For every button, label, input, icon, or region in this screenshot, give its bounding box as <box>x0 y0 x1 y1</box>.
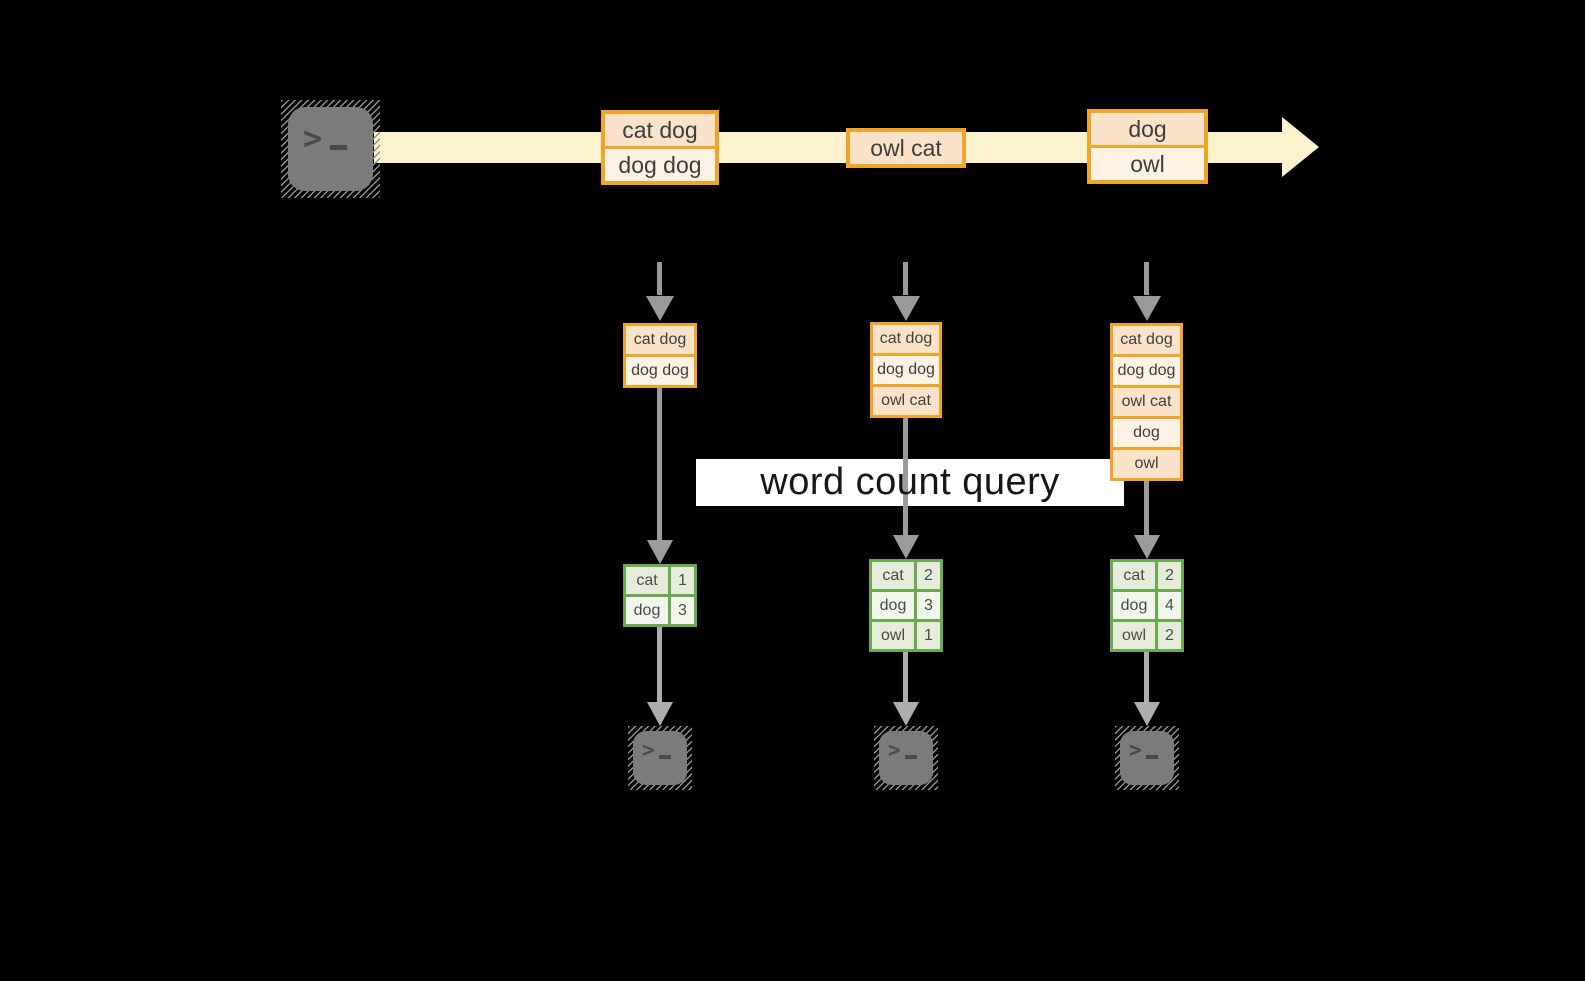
count-value: 1 <box>671 567 694 594</box>
down-arrow-icon <box>647 540 673 564</box>
state-row: cat dog <box>626 326 694 354</box>
count-value: 3 <box>917 592 940 619</box>
count-value: 2 <box>1158 622 1181 649</box>
down-arrow-line <box>657 388 662 540</box>
count-word: owl <box>1113 622 1155 649</box>
sink-terminal-icon: > <box>628 726 692 790</box>
stream-arrowhead-icon <box>1282 117 1319 177</box>
state-row: dog dog <box>626 357 694 385</box>
count-value: 2 <box>1158 562 1181 589</box>
state-row: dog <box>1113 419 1180 447</box>
terminal-screen: > <box>288 107 373 191</box>
count-word: cat <box>1113 562 1155 589</box>
batch-row: owl <box>1091 148 1204 180</box>
sink-terminal-icon: > <box>874 726 938 790</box>
batch-row: dog dog <box>605 149 715 181</box>
terminal-screen: > <box>879 731 933 785</box>
state-box-3: cat dog dog dog owl cat dog owl <box>1110 323 1183 481</box>
state-row: owl cat <box>1113 388 1180 416</box>
batch-row: cat dog <box>605 114 715 146</box>
prompt-chevron-icon: > <box>888 738 901 762</box>
down-arrow-icon <box>646 296 674 321</box>
count-value: 2 <box>917 562 940 589</box>
state-row: cat dog <box>873 325 939 353</box>
state-row: dog dog <box>1113 357 1180 385</box>
count-table-2: cat 2 dog 3 owl 1 <box>869 559 943 652</box>
down-arrow-icon <box>893 702 919 726</box>
down-arrow-line <box>903 262 908 295</box>
state-row: cat dog <box>1113 326 1180 354</box>
prompt-chevron-icon: > <box>1129 738 1142 762</box>
count-word: owl <box>872 622 914 649</box>
down-arrow-line <box>1144 262 1149 295</box>
state-box-2: cat dog dog dog owl cat <box>870 322 942 418</box>
count-table-1: cat 1 dog 3 <box>623 564 697 627</box>
down-arrow-icon <box>1134 702 1160 726</box>
batch-box-1: cat dog dog dog <box>601 110 719 185</box>
count-word: dog <box>1113 592 1155 619</box>
down-arrow-icon <box>892 296 920 321</box>
batch-box-3: dog owl <box>1087 109 1208 184</box>
down-arrow-line <box>657 262 662 295</box>
count-value: 3 <box>671 597 694 624</box>
terminal-screen: > <box>633 731 687 785</box>
batch-row: dog <box>1091 113 1204 145</box>
prompt-chevron-icon: > <box>642 738 655 762</box>
prompt-cursor-icon <box>905 755 917 759</box>
prompt-cursor-icon <box>330 145 347 150</box>
count-word: cat <box>872 562 914 589</box>
batch-box-2: owl cat <box>846 128 966 168</box>
sink-terminal-icon: > <box>1115 726 1179 790</box>
state-box-1: cat dog dog dog <box>623 323 697 388</box>
state-row: dog dog <box>873 356 939 384</box>
count-value: 4 <box>1158 592 1181 619</box>
count-table-3: cat 2 dog 4 owl 2 <box>1110 559 1184 652</box>
count-word: dog <box>626 597 668 624</box>
down-arrow-line <box>657 627 662 702</box>
down-arrow-icon <box>1133 296 1161 321</box>
query-label-band <box>696 459 1124 506</box>
down-arrow-line <box>903 652 908 702</box>
down-arrow-line <box>1144 652 1149 702</box>
down-arrow-icon <box>1134 535 1160 559</box>
down-arrow-icon <box>647 702 673 726</box>
prompt-cursor-icon <box>659 755 671 759</box>
terminal-screen: > <box>1120 731 1174 785</box>
count-word: dog <box>872 592 914 619</box>
down-arrow-line <box>903 418 908 535</box>
count-value: 1 <box>917 622 940 649</box>
query-label: word count query <box>760 461 1060 503</box>
count-word: cat <box>626 567 668 594</box>
source-terminal-icon: > <box>281 100 380 198</box>
state-row: owl cat <box>873 387 939 415</box>
down-arrow-line <box>1144 481 1149 535</box>
down-arrow-icon <box>893 535 919 559</box>
prompt-chevron-icon: > <box>303 119 323 157</box>
batch-row: owl cat <box>850 132 962 164</box>
state-row: owl <box>1113 450 1180 478</box>
prompt-cursor-icon <box>1146 755 1158 759</box>
